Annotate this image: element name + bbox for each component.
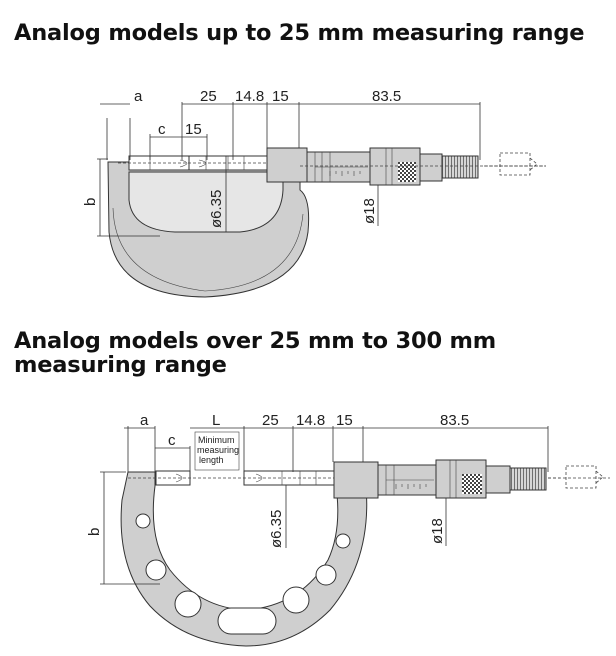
- dim-c-top: c: [158, 121, 166, 138]
- ratchet-ghost-bottom: [565, 465, 597, 489]
- dim-thimble-dia-bottom: ø18: [429, 518, 446, 544]
- heading-bottom: Analog models over 25 mm to 300 mm measu…: [14, 329, 496, 377]
- lock-block-top: [266, 147, 308, 183]
- dim-spindle-dia-top: ø6.35: [208, 190, 225, 228]
- frame-hole: [335, 533, 351, 549]
- ratchet-neck-top: [419, 153, 443, 182]
- dim-83-5-top: 83.5: [372, 88, 401, 105]
- thimble-knurl-top: [398, 162, 416, 182]
- dim-b-bottom: b: [86, 528, 103, 536]
- frame-hole: [145, 559, 167, 581]
- ratchet-neck-bottom: [485, 465, 511, 494]
- dim-thimble-dia-top: ø18: [361, 198, 378, 224]
- ratchet-top: [441, 155, 479, 179]
- min-length-box: [194, 431, 240, 471]
- sleeve-scale-top: [329, 171, 361, 176]
- dim-14-8-top: 14.8: [235, 88, 264, 105]
- ratchet-ghost-top: [499, 152, 531, 176]
- heading-bottom-line1: Analog models over 25 mm to 300 mm: [14, 328, 497, 354]
- dim-83-5-bottom: 83.5: [440, 412, 469, 429]
- micrometer-top: a c 25 14.8 15 15 83.5 b ø6.35 ø18: [82, 88, 546, 298]
- frame-hole: [135, 513, 151, 529]
- dim-L-bottom: L: [212, 412, 220, 429]
- min-length-line2: measuring: [197, 445, 239, 455]
- min-length-line3: length: [199, 455, 224, 465]
- dim-14-8-bottom: 14.8: [296, 412, 325, 429]
- dim-a-bottom: a: [140, 412, 149, 429]
- dim-15-lower-top: 15: [185, 121, 202, 138]
- dim-c-bottom: c: [168, 432, 176, 449]
- dimensions-bottom: a c L Minimum measuring length 25 14.8 1…: [86, 412, 549, 585]
- dim-a-top: a: [134, 88, 143, 105]
- frame-slot: [217, 607, 277, 635]
- frame-top-inner: [128, 171, 284, 233]
- frame-hole: [282, 586, 310, 614]
- frame-hole: [174, 590, 202, 618]
- sleeve-scale-bottom: [395, 484, 427, 489]
- dim-spindle-dia-bottom: ø6.35: [268, 510, 285, 548]
- dim-15-upper-top: 15: [272, 88, 289, 105]
- heading-top: Analog models up to 25 mm measuring rang…: [14, 20, 585, 46]
- min-length-line1: Minimum: [198, 435, 235, 445]
- micrometer-bottom: a c L Minimum measuring length 25 14.8 1…: [86, 412, 610, 647]
- dim-15-bottom: 15: [336, 412, 353, 429]
- thimble-knurl-bottom: [462, 474, 482, 494]
- ratchet-bottom: [509, 467, 547, 491]
- lock-block-bottom: [333, 461, 379, 499]
- dimensions-top: a c 25 14.8 15 15 83.5 b ø6.35 ø18: [82, 88, 481, 237]
- frame-hole: [315, 564, 337, 586]
- dim-25-top: 25: [200, 88, 217, 105]
- heading-bottom-line2: measuring range: [14, 352, 227, 378]
- dim-25-bottom: 25: [262, 412, 279, 429]
- dim-b-top: b: [82, 198, 99, 206]
